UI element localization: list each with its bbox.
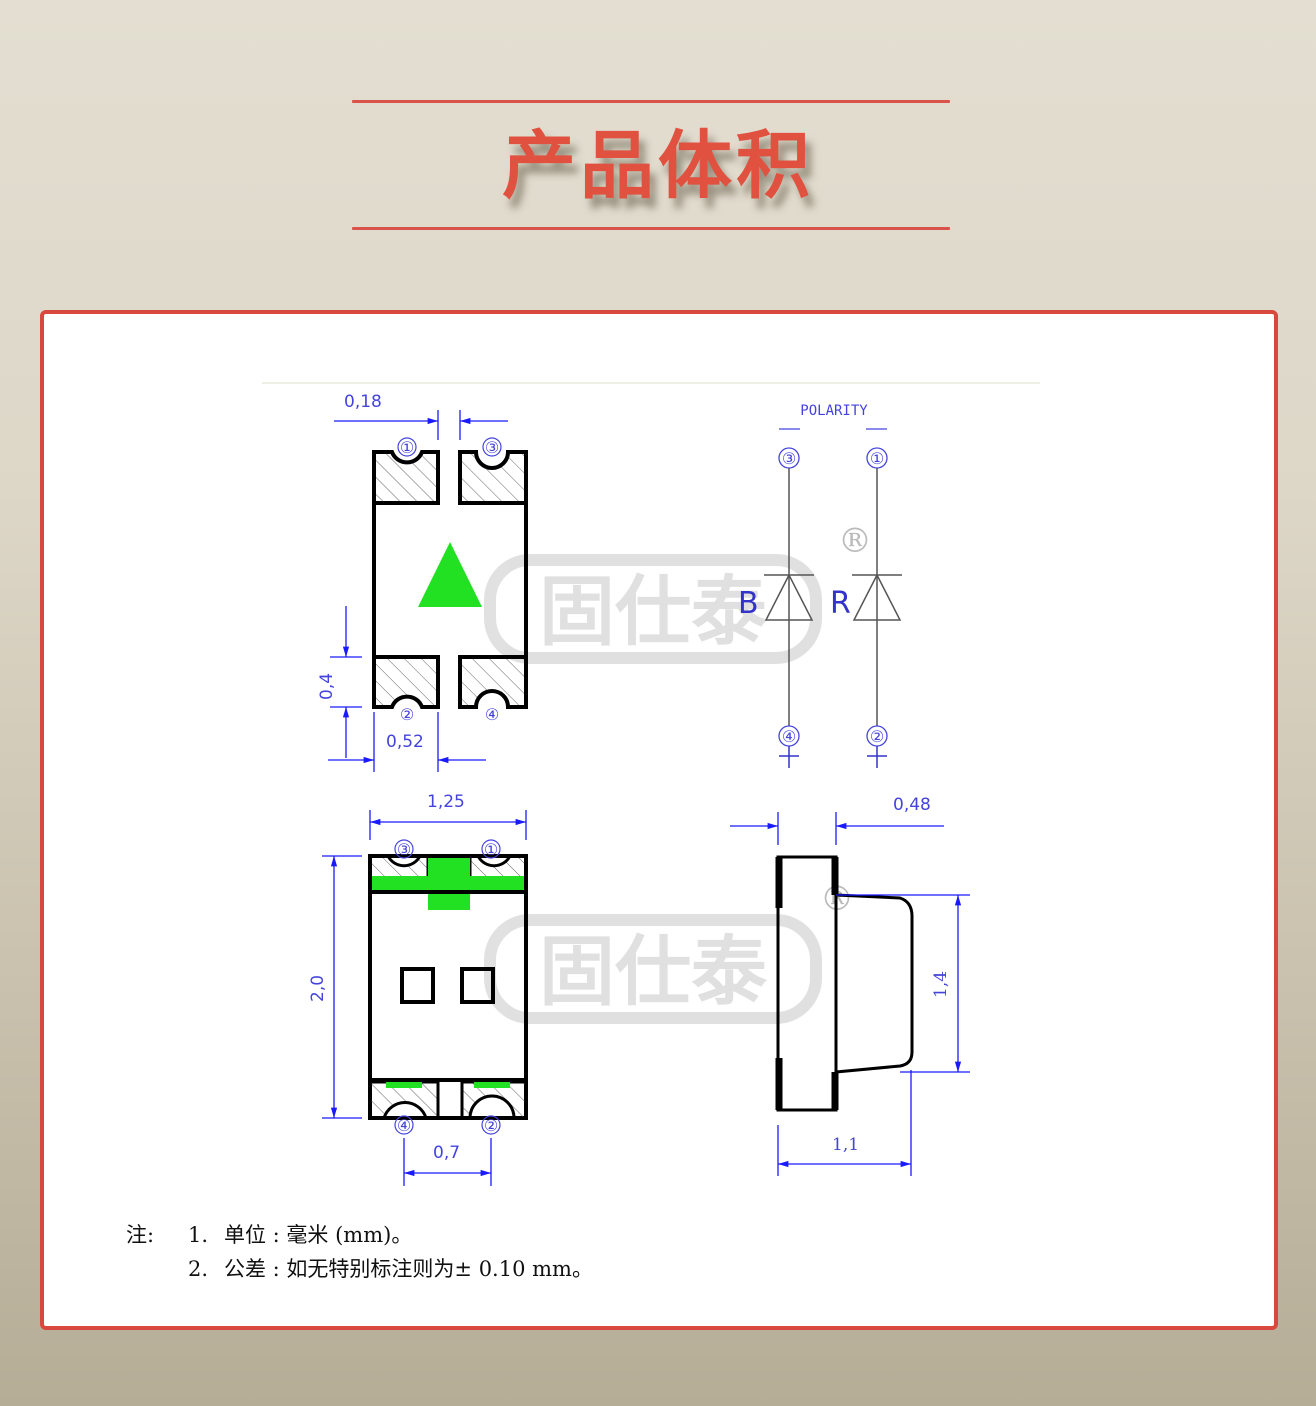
svg-text:④: ④ [782, 727, 796, 746]
side-view: 0,48 1,4 1,1 [730, 795, 970, 1176]
svg-text:③: ③ [485, 438, 499, 457]
title-rule-top [352, 100, 950, 103]
dim-width-label: 1,25 [427, 792, 465, 812]
polarity-mark-icon [418, 542, 482, 607]
dimension-notes: 注: 1. 单位 : 毫米 (mm)。 2. 公差 : 如无特别标注则为± 0.… [126, 1218, 593, 1286]
svg-text:②: ② [870, 727, 884, 746]
dim-length-label: 2,0 [308, 975, 328, 1002]
note-number: 2. [188, 1257, 209, 1281]
svg-text:④: ④ [397, 1116, 411, 1135]
dimension-panel [40, 310, 1278, 1330]
svg-text:②: ② [400, 705, 414, 724]
svg-text:④: ④ [485, 705, 499, 724]
watermark-logo-bottom: 固仕泰 [484, 914, 822, 1024]
svg-text:③: ③ [782, 449, 796, 468]
page-title: 产品体积 [502, 123, 814, 209]
dim-depth-label: 1,1 [832, 1135, 859, 1155]
note-text: 公差 : 如无特别标注则为± 0.10 mm。 [224, 1257, 593, 1281]
dim-base-label: 0,48 [893, 795, 931, 815]
notes-label: 注: [126, 1223, 155, 1247]
note-text: 单位 : 毫米 (mm)。 [224, 1223, 413, 1247]
dim-pad-width-label: 0,52 [386, 732, 424, 752]
dim-lens-height-label: 1,4 [931, 971, 951, 998]
svg-text:①: ① [870, 449, 884, 468]
dim-gap-label: 0,18 [344, 392, 382, 412]
svg-text:POLARITY: POLARITY [800, 403, 868, 419]
watermark-logo-top: 固仕泰 [484, 554, 822, 664]
top-view: ① ③ ② ④ 0,18 0,4 0,52 [317, 392, 528, 772]
bottom-view: ③ ① ④ ② 1,25 2,0 0,7 [308, 792, 528, 1186]
polarity-diagram: POLARITY ③ B ④ ① R ② [738, 403, 902, 768]
svg-text:①: ① [484, 840, 498, 859]
svg-text:③: ③ [397, 840, 411, 859]
diode-label-r: R [830, 586, 851, 621]
note-number: 1. [188, 1223, 209, 1247]
dim-pitch-label: 0,7 [433, 1143, 460, 1163]
title-rule-bottom [352, 227, 950, 230]
svg-text:②: ② [484, 1116, 498, 1135]
svg-text:固仕泰: 固仕泰 [539, 927, 768, 1016]
dim-pad-height-label: 0,4 [317, 673, 337, 700]
registered-mark-top: ® [838, 521, 872, 561]
svg-text:①: ① [400, 438, 414, 457]
diode-label-b: B [738, 586, 759, 621]
svg-text:固仕泰: 固仕泰 [539, 567, 768, 656]
